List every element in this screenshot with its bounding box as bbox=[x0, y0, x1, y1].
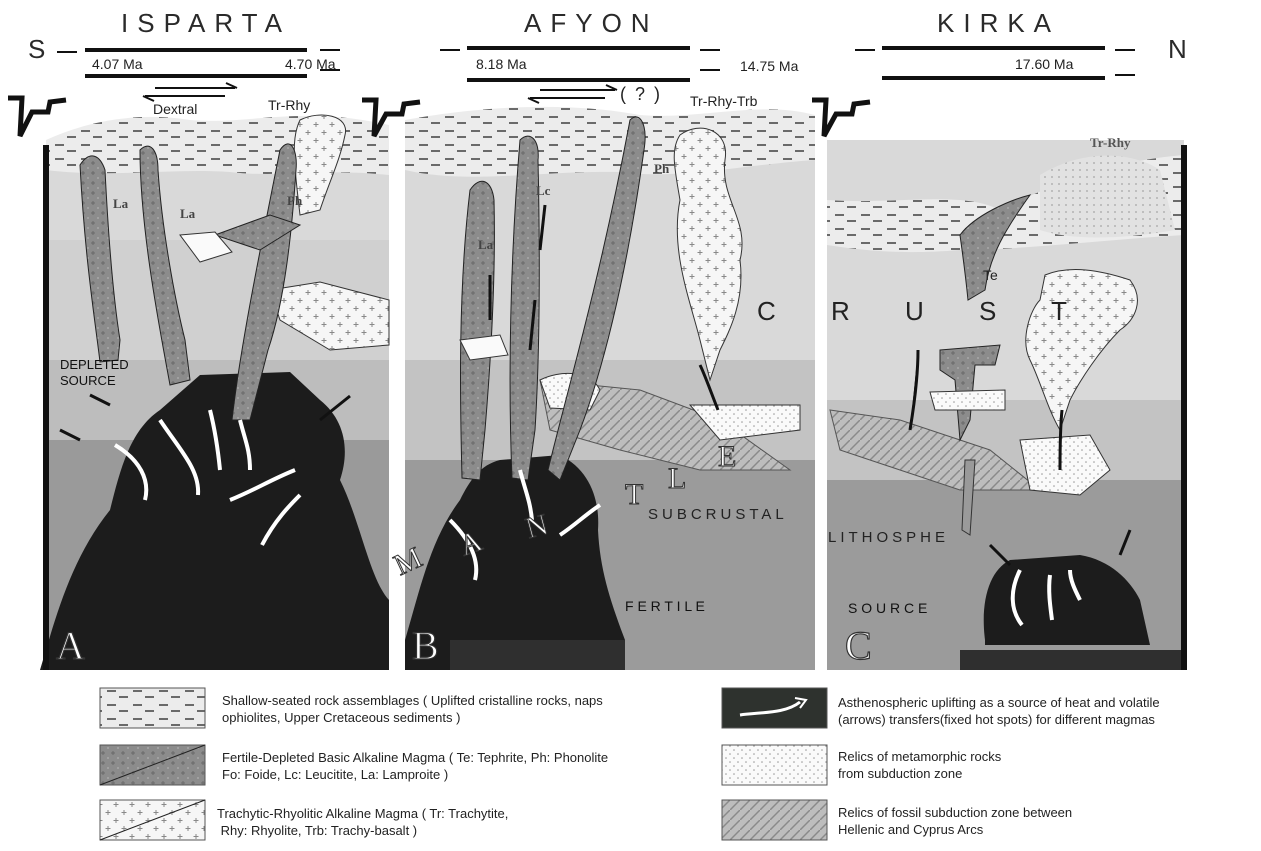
legend-relics-fossil-text: Relics of fossil subduction zone between… bbox=[838, 804, 1072, 838]
afyon-title: AFYON bbox=[524, 8, 659, 39]
tr-rhy-label: Tr-Rhy bbox=[268, 97, 310, 113]
mantle-letter: E bbox=[718, 440, 736, 474]
dextral-arrows bbox=[143, 83, 617, 103]
age-label: 8.18 Ma bbox=[476, 56, 527, 72]
south-label: S bbox=[28, 34, 45, 65]
depleted-source-label: DEPLETED SOURCE bbox=[60, 357, 129, 389]
ph-label: Ph bbox=[287, 193, 302, 209]
panel-a-label: A bbox=[56, 622, 85, 669]
legend-shallow-text: Shallow-seated rock assemblages ( Uplift… bbox=[222, 692, 603, 726]
fertile-label: F E R T I L E bbox=[625, 598, 705, 614]
question-label: ( ? ) bbox=[620, 84, 662, 105]
crust-label: C R U S T bbox=[757, 296, 1091, 327]
lithosphere-label: LITHOSPHE bbox=[828, 529, 949, 546]
panel-c-label: C bbox=[845, 622, 872, 669]
mantle-letter: T bbox=[625, 478, 643, 512]
age-label: 4.70 Ma bbox=[285, 56, 336, 72]
source-label: S O U R C E bbox=[848, 600, 927, 616]
panel-b-section bbox=[405, 107, 815, 670]
panel-a-section bbox=[40, 115, 389, 670]
tr-rhy-bold-label: Tr-Rhy bbox=[1090, 135, 1130, 151]
panel-b-label: B bbox=[412, 622, 439, 669]
legend-relics-meta-text: Relics of metamorphic rocks from subduct… bbox=[838, 748, 1001, 782]
la-label: La bbox=[478, 237, 493, 253]
subcrustal-label: SUBCRUSTAL bbox=[648, 506, 788, 523]
dextral-label: Dextral bbox=[153, 101, 197, 117]
te-label: Te bbox=[983, 267, 998, 283]
lc-label: Lc bbox=[536, 183, 550, 199]
legend-trachytic-text: Trachytic-Rhyolitic Alkaline Magma ( Tr:… bbox=[217, 805, 508, 839]
isparta-title: ISPARTA bbox=[121, 8, 291, 39]
age-label: 14.75 Ma bbox=[740, 58, 798, 74]
legend-asthenospheric-text: Asthenospheric uplifting as a source of … bbox=[838, 694, 1160, 728]
ph-label: Ph bbox=[654, 161, 669, 177]
age-label: 17.60 Ma bbox=[1015, 56, 1073, 72]
mantle-letter: L bbox=[668, 462, 686, 496]
time-scale-bars bbox=[57, 48, 1135, 80]
north-label: N bbox=[1168, 34, 1187, 65]
la-label: La bbox=[113, 196, 128, 212]
la-label: La bbox=[180, 206, 195, 222]
tr-rhy-trb-label: Tr-Rhy-Trb bbox=[690, 93, 757, 109]
panel-c-section bbox=[827, 140, 1184, 670]
kirka-title: KIRKA bbox=[937, 8, 1060, 39]
age-label: 4.07 Ma bbox=[92, 56, 143, 72]
legend-fertile-depleted-text: Fertile-Depleted Basic Alkaline Magma ( … bbox=[222, 749, 608, 783]
